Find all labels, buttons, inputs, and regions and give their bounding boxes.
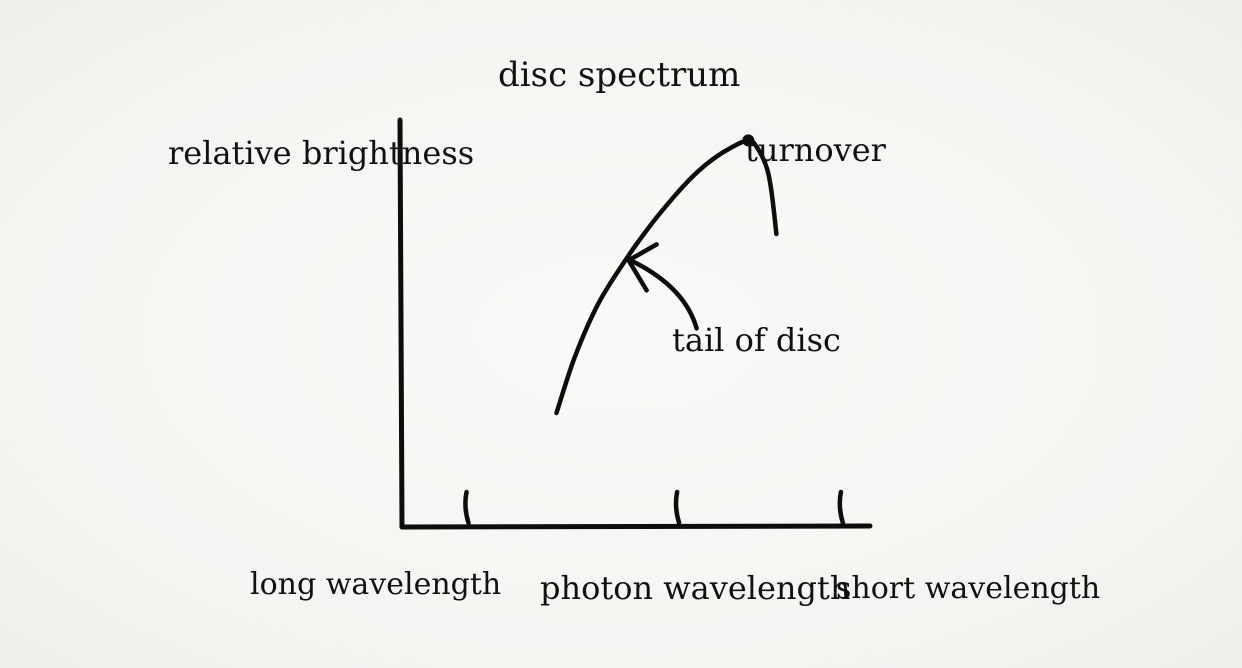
x-tick-1	[673, 489, 682, 526]
y-axis-label: relative brightness	[168, 134, 475, 172]
x-axis-label: photon wavelength	[540, 569, 851, 607]
y-axis-line	[397, 117, 405, 530]
chart-title: disc spectrum	[498, 55, 741, 95]
tail-of-disc-annotation: tail of disc	[672, 321, 841, 359]
x-axis-line	[399, 523, 873, 530]
x-tick-label-short: short wavelength	[836, 571, 1101, 606]
turnover-point	[742, 134, 755, 147]
turnover-annotation: turnover	[745, 131, 886, 169]
x-tick-0	[463, 489, 471, 526]
x-tick-2	[837, 489, 846, 526]
tail-arrow-shaft	[628, 258, 699, 331]
tail-arrow-head	[626, 242, 659, 293]
spectrum-curve-0	[554, 138, 779, 416]
x-tick-label-long: long wavelength	[250, 567, 502, 602]
